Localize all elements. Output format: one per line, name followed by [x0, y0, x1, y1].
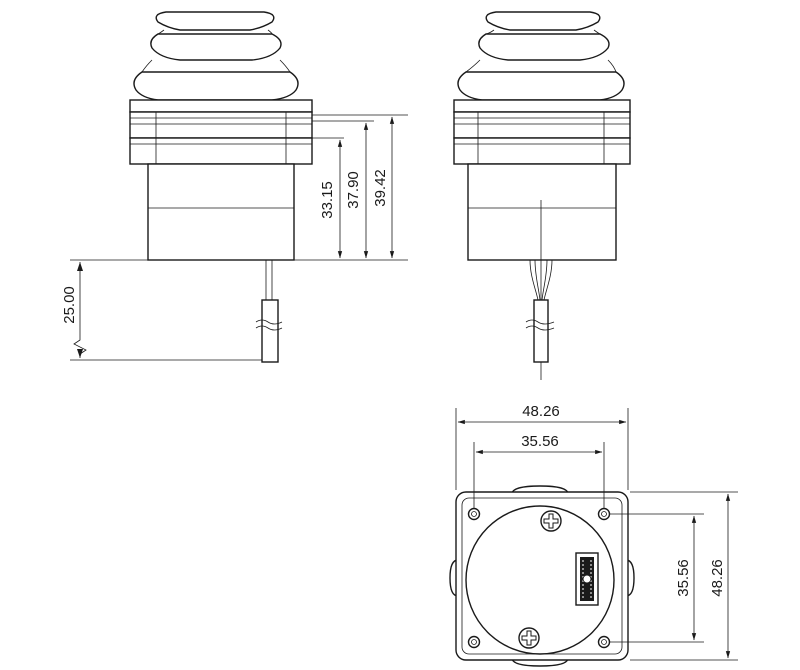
side-view-cable [255, 260, 283, 363]
dim-text-33-15: 33.15 [319, 181, 336, 219]
dim-text-bottom-height-overall: 48.26 [709, 559, 726, 597]
mounting-hole-bottom-left [467, 635, 481, 649]
front-view-housing [467, 163, 617, 380]
mounting-hole-top-right [597, 507, 611, 521]
side-view-joystick: 33.15 37.90 39.42 25.00 [61, 11, 408, 363]
screw-bottom-icon [518, 627, 540, 649]
connector-icon [575, 552, 599, 606]
screw-top-icon [540, 510, 562, 532]
dim-line-25-00 [73, 262, 87, 358]
bottom-view-extension-lines [455, 408, 738, 661]
bottom-view-housing [465, 505, 615, 655]
mounting-hole-top-left [467, 507, 481, 521]
front-view-wires [525, 259, 555, 363]
side-view-boot [133, 11, 299, 101]
dim-text-37-90: 37.90 [345, 171, 362, 209]
bottom-view: 48.26 35.56 35.56 48.26 [449, 403, 738, 667]
side-view-flange [129, 99, 313, 165]
front-view-boot [457, 11, 625, 101]
side-view-extension-lines [70, 114, 408, 361]
front-view-flange [453, 99, 631, 165]
front-view-joystick [453, 11, 631, 380]
dim-text-25-00: 25.00 [61, 286, 78, 324]
side-view-housing [147, 163, 295, 261]
dim-text-bottom-width-holes: 35.56 [521, 433, 559, 450]
dim-text-bottom-width-overall: 48.26 [522, 403, 560, 420]
dim-text-bottom-height-holes: 35.56 [675, 559, 692, 597]
mounting-hole-bottom-right [597, 635, 611, 649]
dim-text-39-42: 39.42 [372, 169, 389, 207]
